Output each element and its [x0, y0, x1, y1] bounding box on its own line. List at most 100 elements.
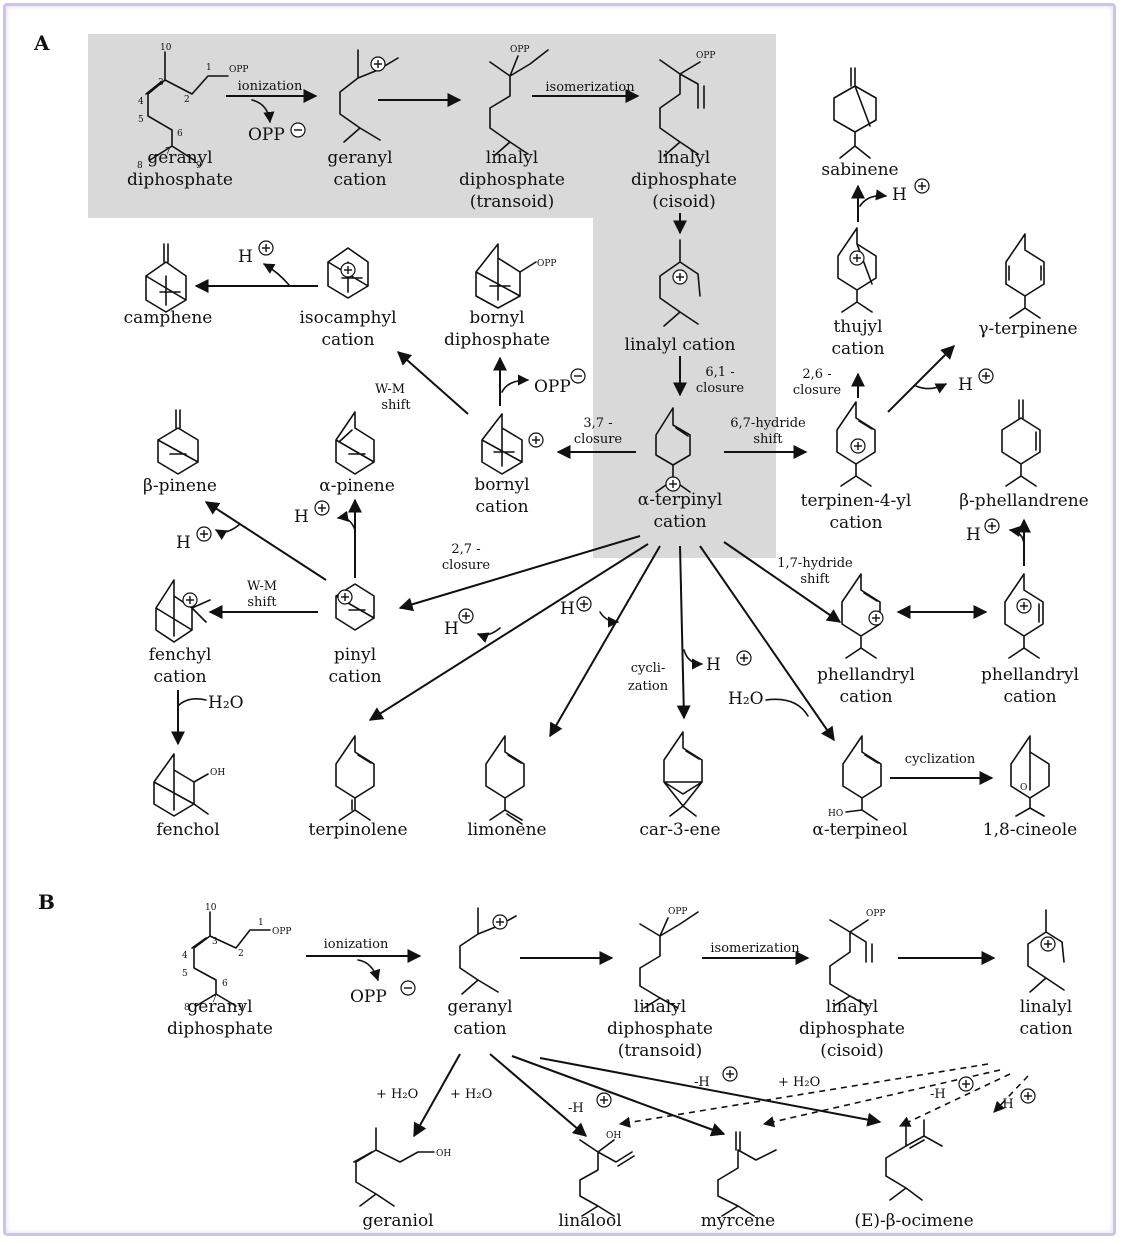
svg-text:OPP: OPP — [229, 65, 249, 75]
limonene-structure — [485, 735, 525, 825]
label-camphene: camphene — [124, 308, 213, 328]
svg-text:+ H₂O: + H₂O — [778, 1075, 820, 1090]
svg-text:OPP: OPP — [534, 377, 571, 397]
svg-text:-H: -H — [998, 1097, 1014, 1112]
linalyl-diphosphate-transoid-structure: OPP — [489, 45, 549, 157]
label-linalool: linalool — [558, 1211, 621, 1231]
svg-text:4: 4 — [182, 951, 188, 961]
label-ionization-a: ionization — [238, 79, 303, 94]
svg-text:OPP: OPP — [696, 51, 716, 61]
geraniol-structure: OH — [353, 1127, 451, 1207]
phellandryl-cation-structure-2 — [1004, 573, 1044, 659]
svg-text:1: 1 — [206, 63, 212, 73]
beta-pinene-structure — [157, 409, 199, 475]
gamma-terpinene-structure — [1005, 233, 1045, 319]
svg-text:2: 2 — [238, 949, 244, 959]
svg-text:OPP: OPP — [272, 927, 292, 937]
svg-text:7: 7 — [165, 147, 171, 157]
svg-text:OPP: OPP — [537, 259, 557, 269]
svg-text:H: H — [706, 655, 721, 675]
b-linalyl-diphosphate-cisoid-structure: OPP — [829, 909, 886, 1007]
linalyl-diphosphate-cisoid-structure: OPP — [659, 51, 716, 157]
svg-text:5: 5 — [138, 115, 144, 125]
svg-text:H: H — [560, 599, 575, 619]
label-beta-pinene: β-pinene — [143, 476, 217, 496]
svg-text:ionization: ionization — [324, 937, 389, 952]
svg-text:7: 7 — [211, 995, 217, 1005]
svg-text:10: 10 — [160, 43, 172, 53]
label-limonene: limonene — [467, 820, 546, 840]
svg-text:8: 8 — [137, 161, 143, 171]
label-terpinolene: terpinolene — [308, 820, 407, 840]
svg-text:10: 10 — [205, 903, 217, 913]
terpinolene-structure — [335, 735, 375, 821]
svg-text:H: H — [444, 619, 459, 639]
label-closure-27: 2,7 -closure — [442, 542, 491, 573]
alpha-terpinyl-cation-structure — [655, 407, 691, 493]
label-cineole: 1,8-cineole — [983, 820, 1077, 840]
b-linalyl-diphosphate-transoid-structure: OPP — [639, 907, 699, 1009]
svg-text:OPP: OPP — [350, 987, 387, 1007]
shaded-main-pathway — [88, 34, 776, 558]
label-beta-phellandrene: β-phellandrene — [959, 491, 1089, 511]
isocamphyl-cation-structure — [327, 247, 369, 299]
svg-text:cyclization: cyclization — [905, 752, 976, 767]
label-gamma-terpinene: γ-terpinene — [978, 319, 1077, 339]
svg-text:-H: -H — [930, 1087, 946, 1102]
svg-text:OPP: OPP — [866, 909, 886, 919]
svg-text:-H: -H — [694, 1075, 710, 1090]
geranyl-cation-structure — [339, 49, 399, 143]
label-linalyl-cation: linalyl cation — [625, 335, 736, 355]
bornyl-diphosphate-structure: OPP — [475, 243, 557, 309]
myrcene-structure — [717, 1131, 777, 1217]
svg-text:2: 2 — [184, 95, 190, 105]
label-geraniol: geraniol — [362, 1211, 433, 1231]
label-alpha-pinene: α-pinene — [319, 476, 395, 496]
terpinen-4-yl-cation-structure — [836, 401, 876, 487]
label-myrcene: myrcene — [701, 1211, 775, 1231]
label-closure-26: 2,6 -closure — [793, 367, 842, 398]
svg-text:H: H — [294, 507, 309, 527]
svg-text:OPP: OPP — [510, 45, 530, 55]
svg-text:OH: OH — [210, 768, 225, 778]
svg-text:3: 3 — [158, 78, 164, 88]
svg-text:9: 9 — [196, 161, 202, 171]
panel-label-a: A — [33, 31, 50, 55]
svg-text:8: 8 — [184, 1003, 190, 1013]
pinyl-cation-structure — [335, 583, 375, 631]
geranyl-diphosphate-structure: 10 1 2 3 4 5 6 7 8 9 OPP — [137, 43, 249, 171]
figure-frame — [3, 3, 1116, 1236]
label-opp-minus-a: OPP — [248, 125, 285, 145]
svg-text:6: 6 — [177, 129, 183, 139]
alpha-pinene-structure — [335, 411, 375, 475]
svg-text:-H: -H — [568, 1101, 584, 1116]
svg-text:4: 4 — [138, 97, 144, 107]
thujyl-cation-structure — [837, 227, 877, 313]
svg-text:H: H — [892, 185, 907, 205]
svg-text:+ H₂O: + H₂O — [450, 1087, 492, 1102]
beta-phellandrene-structure — [1001, 399, 1041, 487]
ocimene-structure — [885, 1119, 943, 1201]
car-3-ene-structure — [663, 731, 703, 817]
label-isomerization-a: isomerization — [545, 80, 635, 95]
svg-text:H: H — [238, 247, 253, 267]
panel-label-b: B — [38, 890, 55, 914]
phellandryl-cation-structure-1 — [841, 573, 884, 659]
label-alpha-terpineol: α-terpineol — [812, 820, 907, 840]
svg-text:H: H — [966, 525, 981, 545]
svg-text:H: H — [958, 375, 973, 395]
